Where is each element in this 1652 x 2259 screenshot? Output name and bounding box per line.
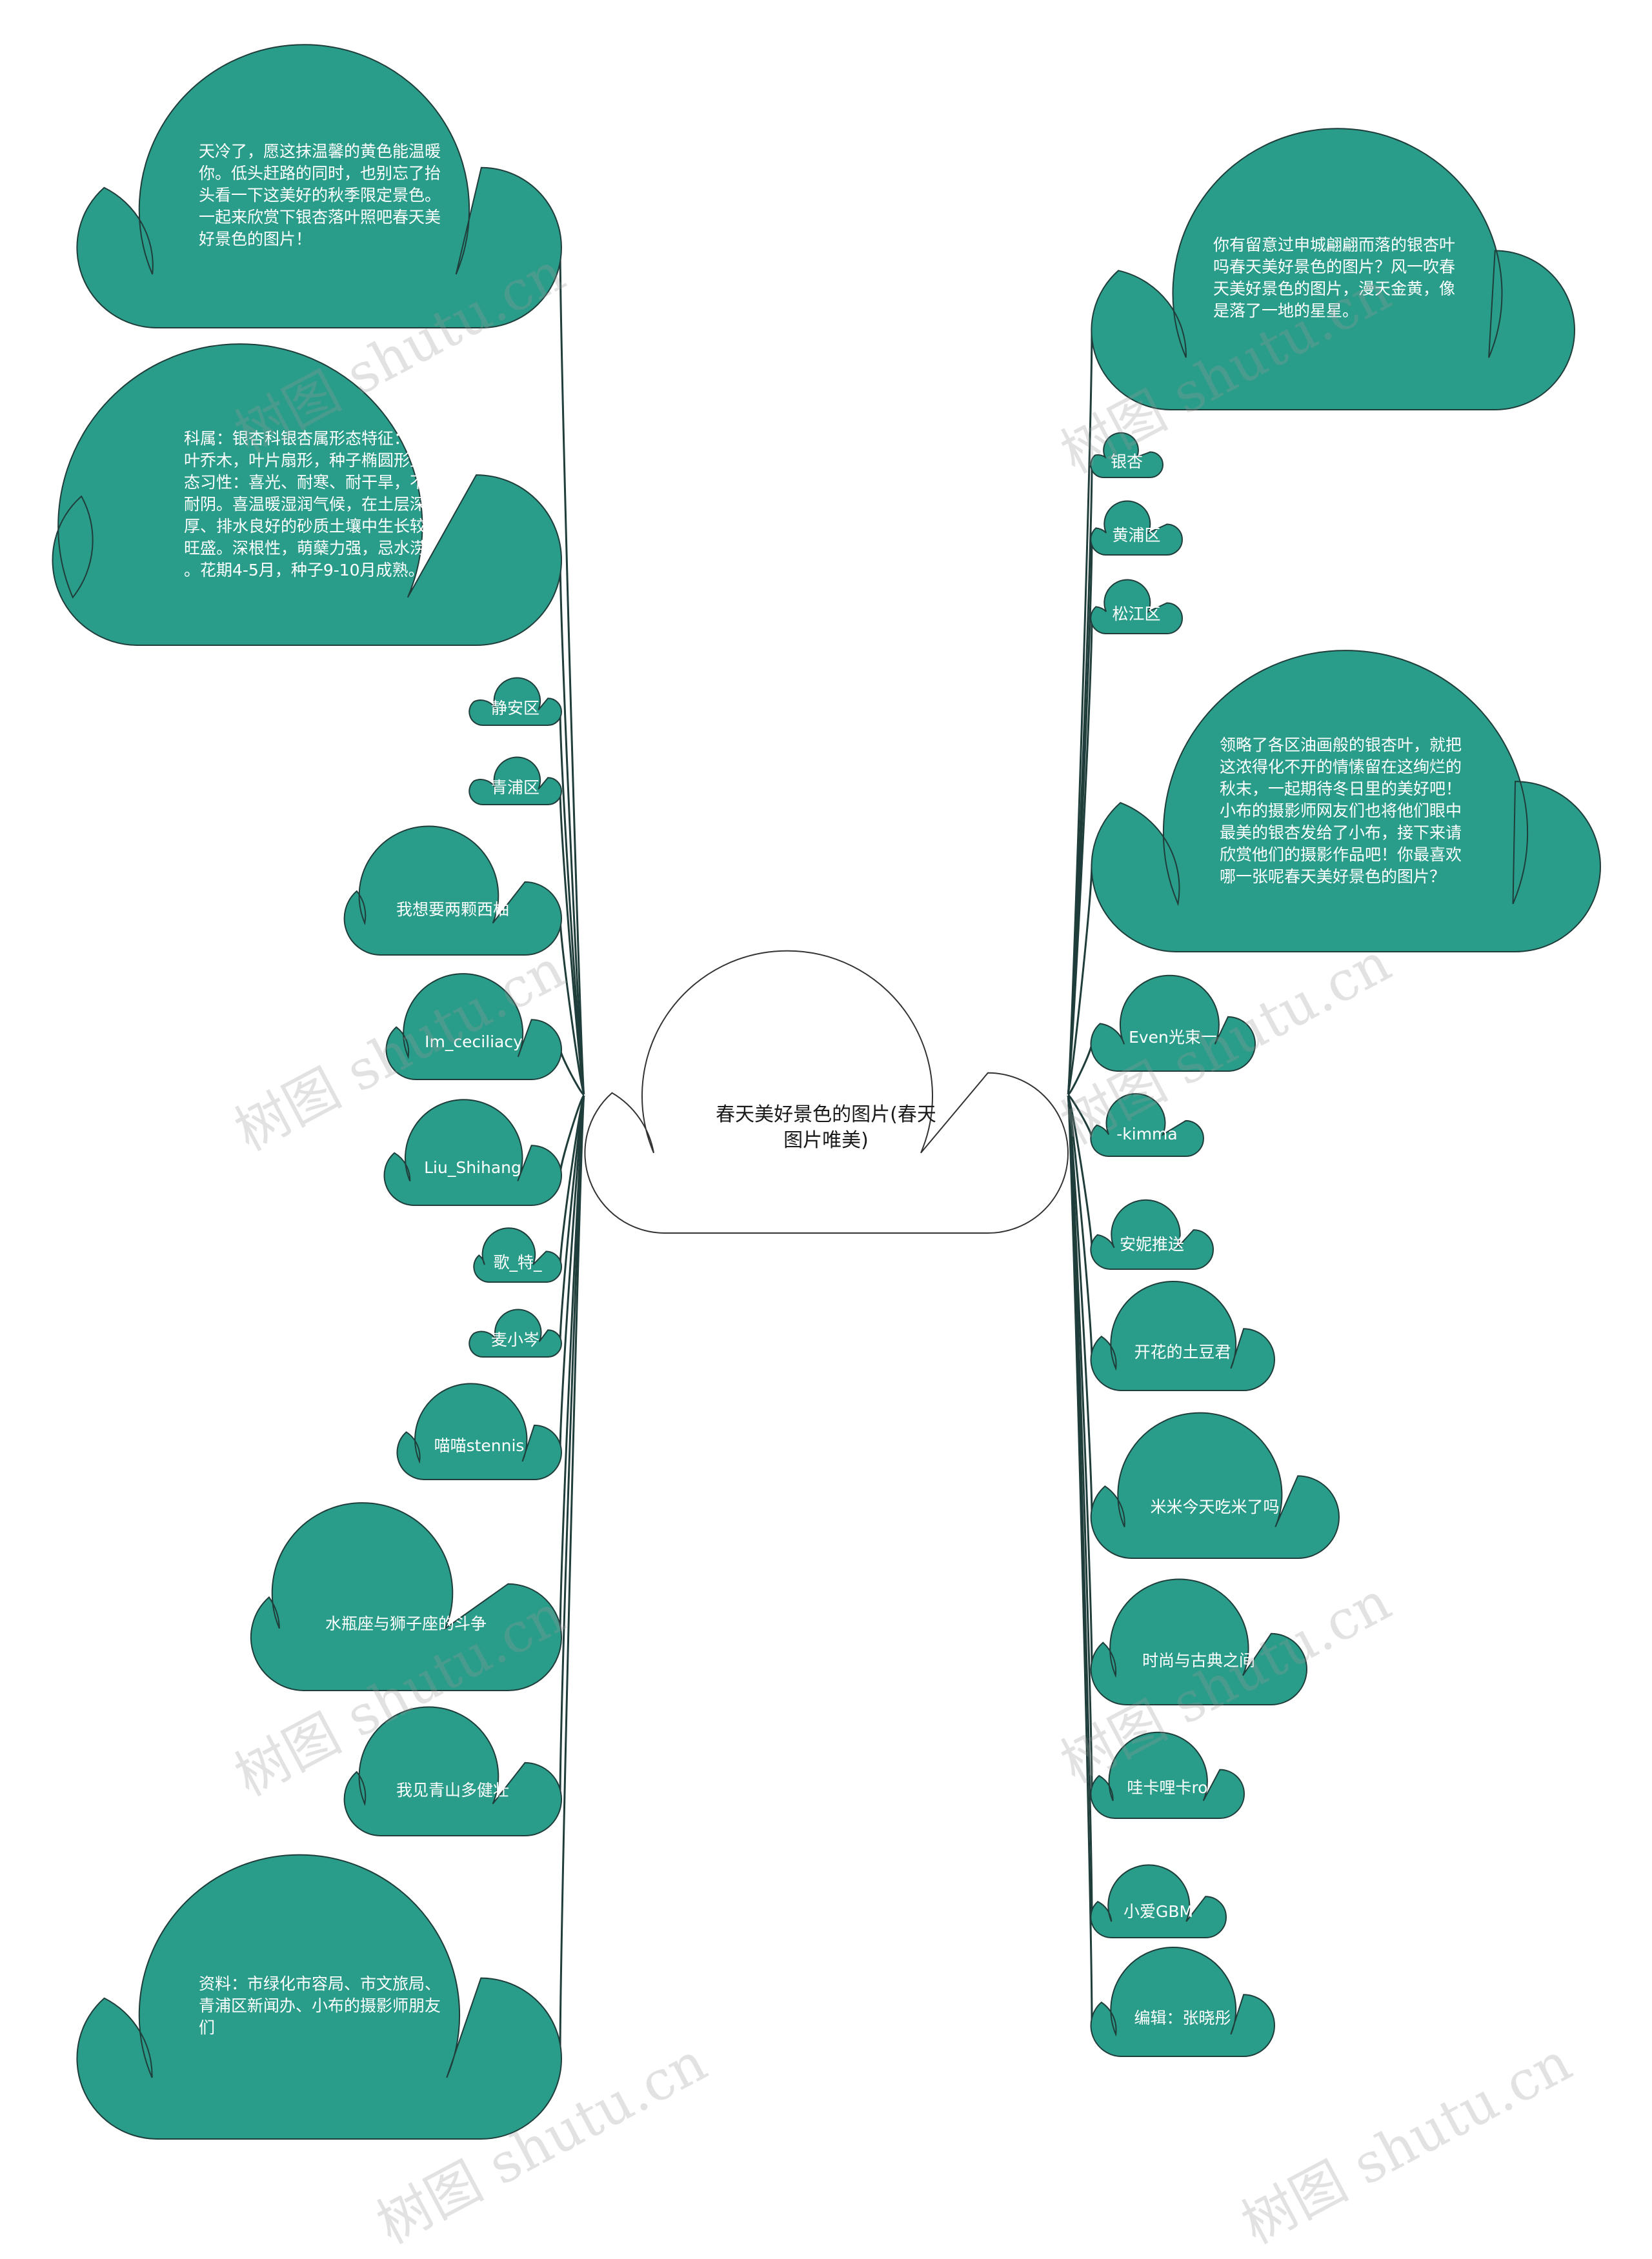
topic-label-l12: 我见青山多健壮 [396,1780,509,1800]
cloud-layer [52,44,1601,2140]
topic-cloud-l7[interactable] [383,1099,562,1206]
topic-cloud-r14[interactable] [1090,1947,1275,2057]
topic-cloud-r2[interactable] [1090,432,1163,478]
topic-label-r11: 时尚与古典之间 [1142,1651,1255,1670]
topic-label-r14: 编辑：张晓彤 [1134,2008,1231,2027]
topic-label-r8: 安妮推送 [1119,1235,1184,1254]
topic-label-r7: -kimma [1116,1124,1178,1143]
topic-cloud-l8[interactable] [473,1227,562,1283]
topic-cloud-r6[interactable] [1090,974,1256,1072]
connector-l5 [559,917,585,1096]
topic-cloud-l12[interactable] [343,1706,562,1836]
topic-label-l11: 水瓶座与狮子座的斗争 [325,1614,487,1634]
topic-label-r4: 松江区 [1112,605,1161,624]
connector-l13 [559,1094,585,2056]
topic-cloud-l3[interactable] [468,677,562,726]
connector-r14 [1067,1094,1093,2025]
topic-label-r3: 黄浦区 [1112,526,1161,545]
topic-label-l5: 我想要两颗西柚 [396,899,509,919]
topic-cloud-l13[interactable] [76,1854,562,2140]
topic-label-r2: 银杏 [1110,452,1143,471]
topic-cloud-l9[interactable] [468,1309,562,1358]
connector-r5 [1067,863,1093,1096]
central-topic-label: 春天美好景色的图片(春天 图片唯美) [716,1103,936,1152]
topic-label-l1: 天冷了，愿这抹温馨的黄色能温暖 你。低头赶路的同时，也别忘了抬 头看一下这美好的… [199,141,441,248]
topic-cloud-l10[interactable] [396,1383,562,1480]
topic-cloud-l6[interactable] [385,973,562,1080]
central-topic-cloud[interactable] [584,950,1069,1234]
topic-label-r5: 领略了各区油画般的银杏叶，就把 这浓得化不开的情愫留在这绚烂的 秋末，一起期待冬… [1220,735,1462,886]
topic-cloud-r13[interactable] [1090,1864,1227,1938]
topic-cloud-l4[interactable] [468,756,562,805]
topic-cloud-l2[interactable] [52,343,562,646]
topic-cloud-r3[interactable] [1090,500,1183,556]
topic-label-l4: 青浦区 [490,778,539,798]
topic-cloud-l1[interactable] [76,44,562,328]
topic-label-l2: 科属：银杏科银杏属形态特征：落 叶乔木，叶片扇形，种子椭圆形生 态习性：喜光、耐… [184,428,427,579]
topic-label-r6: Even光束一 [1129,1027,1217,1047]
topic-cloud-r12[interactable] [1090,1731,1245,1819]
topic-cloud-r4[interactable] [1090,579,1183,634]
topic-cloud-r7[interactable] [1090,1093,1204,1157]
topic-label-l13: 资料：市绿化市容局、市文旅局、 青浦区新闻办、小布的摄影师朋友 们 [199,1974,441,2037]
topic-label-l9: 麦小岑 [490,1330,539,1350]
topic-cloud-r1[interactable] [1091,128,1575,410]
connector-l4 [559,790,585,1096]
connector-r4 [1067,617,1093,1096]
topic-cloud-r9[interactable] [1090,1281,1275,1391]
topic-cloud-r10[interactable] [1090,1412,1340,1559]
topic-label-l3: 静安区 [490,699,539,718]
topic-cloud-r11[interactable] [1090,1578,1307,1705]
topic-cloud-r5[interactable] [1091,650,1601,952]
mind-map-canvas: 天冷了，愿这抹温馨的黄色能温暖 你。低头赶路的同时，也别忘了抬 头看一下这美好的… [52,44,1601,2256]
connector-layer [559,245,1093,2056]
topic-label-l10: 喵喵stennis [434,1436,525,1455]
topic-label-r13: 小爱GBM [1123,1902,1194,1922]
topic-label-r12: 哇卡哩卡ro [1127,1778,1208,1798]
topic-cloud-l11[interactable] [250,1502,562,1691]
topic-label-l7: Liu_Shihang [424,1158,521,1178]
topic-label-l8: 歌_特_ [493,1253,542,1272]
topic-cloud-r8[interactable] [1090,1199,1214,1270]
topic-cloud-l5[interactable] [343,825,562,956]
topic-label-r10: 米米今天吃米了吗 [1150,1497,1280,1516]
topic-label-r1: 你有留意过申城翩翩而落的银杏叶 吗春天美好景色的图片？风一吹春 天美好景色的图片… [1213,236,1456,320]
topic-label-r9: 开花的土豆君 [1134,1342,1231,1361]
topic-label-l6: Im_ceciliacy [425,1032,523,1052]
